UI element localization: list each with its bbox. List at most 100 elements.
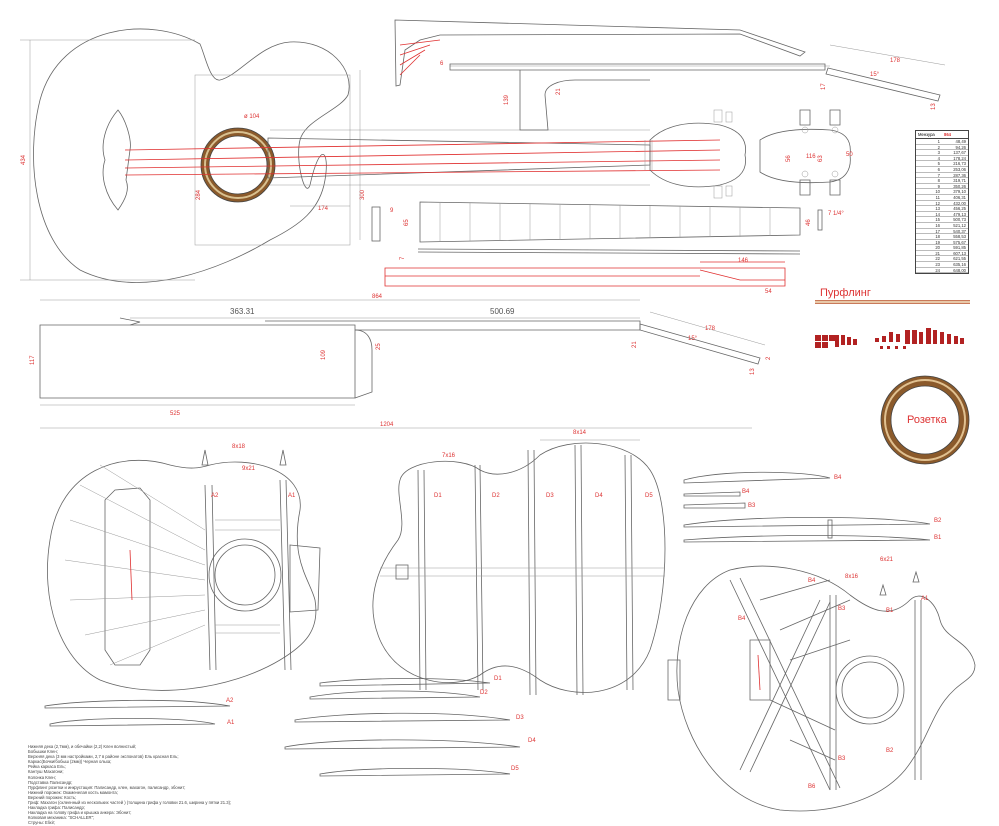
materials-notes: Нижняя дека (2,7мм), и обечайки (2,2) Кл… [28, 744, 328, 826]
materials-note-line: Верхний порожек: Кость; [28, 794, 77, 800]
fret-number: 1 [937, 139, 940, 144]
brace-a2-label: A2 [211, 493, 219, 499]
body-width-dim: 434 [21, 154, 27, 165]
fret-distance: 591,85 [953, 245, 966, 251]
seg-363-dim: 363.31 [230, 307, 255, 316]
rosette-section: Розетка [880, 375, 970, 465]
back-d4-label: D4 [595, 493, 603, 499]
fret-distance: 648,00 [953, 267, 966, 273]
head-50-dim: 50 [846, 152, 853, 158]
profile-d1-label: D1 [494, 676, 502, 682]
fret-number: 2 [937, 144, 940, 150]
fret-number: 19 [935, 239, 940, 245]
brace-8x16-dim: 8x16 [845, 574, 859, 580]
xb-b2-label: B2 [886, 748, 894, 754]
fret-number: 23 [935, 262, 940, 268]
xb-a1-label: A1 [921, 596, 929, 602]
profile-d5-label: D5 [511, 766, 519, 772]
materials-note-line: Нижняя дека (2,7мм), и обечайки (2,2) Кл… [28, 744, 137, 749]
fret-number: 18 [935, 234, 940, 240]
materials-note-line: Рейка каркаса Ель; [28, 764, 66, 770]
fret-table-header: Мензура 864 [916, 131, 968, 139]
nut-dim: 9 [390, 208, 394, 214]
fret-distance: 479,13 [953, 211, 966, 217]
side-525-dim: 525 [170, 411, 181, 417]
fret-number: 6 [937, 166, 940, 172]
lower-bout-gap-dim: 174 [318, 206, 329, 212]
fret-distance: 406,31 [953, 194, 966, 200]
side-13-dim: 13 [750, 368, 756, 375]
profile-a1-label: A1 [227, 720, 235, 726]
fret-distance: 540,37 [953, 228, 966, 234]
materials-note-line: Нижний порожек: Окаменелая кость мамонта… [28, 789, 118, 795]
fret-distance: 178,24 [953, 155, 966, 161]
fret-table-row: 14 479,13 [916, 212, 968, 218]
profile-a2-label: A2 [226, 698, 234, 704]
purfling-heading: Пурфлинг [820, 287, 871, 299]
materials-note-line: Колонка Клен; [28, 774, 56, 780]
fret-distance: 287,36 [953, 172, 966, 178]
profile-b4b-label: B4 [742, 489, 750, 495]
materials-note-line: Пурфлинг розетки и инкрустация: Палисанд… [28, 784, 186, 790]
fret-number: 21 [935, 250, 940, 256]
profile-b1-label: B1 [934, 535, 942, 541]
fret-distance: 607,13 [953, 250, 966, 256]
fret-number: 17 [935, 228, 940, 234]
brace-8x14-dim: 8x14 [573, 430, 587, 436]
side-109-dim: 109 [321, 349, 327, 360]
fret-number: 20 [935, 245, 940, 251]
fret-distance: 432,00 [953, 200, 966, 206]
fret-table-col2: 864 [944, 132, 951, 137]
side-2-dim: 2 [766, 356, 772, 360]
brace-a1-label: A1 [288, 493, 296, 499]
profile-d4-label: D4 [528, 738, 536, 744]
neck-angle-dim: 6 [440, 61, 444, 67]
side-117-dim: 117 [30, 355, 36, 365]
fb-angle-dim: 7 1/4° [828, 211, 844, 217]
fret-distance: 558,53 [953, 234, 966, 240]
fret-distance: 48,49 [955, 139, 966, 144]
fret-number: 11 [935, 194, 940, 200]
profile-d2-label: D2 [480, 690, 488, 696]
xb-b1-label: B1 [886, 608, 894, 614]
neck-13-dim: 13 [931, 103, 937, 110]
soundhole-rosette [200, 127, 276, 203]
fret-distance: 379,10 [953, 189, 966, 195]
fret-table-row: 20 591,85 [916, 245, 968, 251]
fret-number: 14 [935, 211, 940, 217]
fret-distance: 500,73 [953, 217, 966, 223]
fret-number: 4 [937, 155, 940, 161]
side-25-dim: 25 [376, 343, 382, 350]
truss-rod: 146 54 [384, 258, 786, 295]
rosette-heading: Розетка [907, 414, 948, 426]
soundhole-dia-dim: ø 104 [244, 114, 260, 120]
xb-b6-label: B6 [808, 784, 816, 790]
materials-note-line: Верхняя дека (3 мм настройками, 2,7 в ра… [28, 754, 179, 760]
fb-46-dim: 46 [806, 219, 812, 226]
fret-number: 3 [937, 150, 940, 156]
side-view: 864 363.31 500.69 117 109 25 21 178 15° … [30, 294, 772, 429]
materials-note-line: Бобышки Клен; [28, 749, 58, 755]
fret-distance: 456,25 [953, 206, 966, 212]
bridge-dist-dim: 284 [196, 189, 202, 200]
fret-distance: 575,67 [953, 239, 966, 245]
materials-note-line: Гриф: Махагон (склеенный из нескольких ч… [28, 800, 232, 806]
back-d3-label: D3 [546, 493, 554, 499]
fret-table-row: 11 406,31 [916, 195, 968, 201]
brace-8x18-dim: 8x18 [232, 444, 246, 450]
neck-heel-dim: 139 [504, 94, 510, 105]
fret-distance: 319,71 [953, 178, 966, 184]
